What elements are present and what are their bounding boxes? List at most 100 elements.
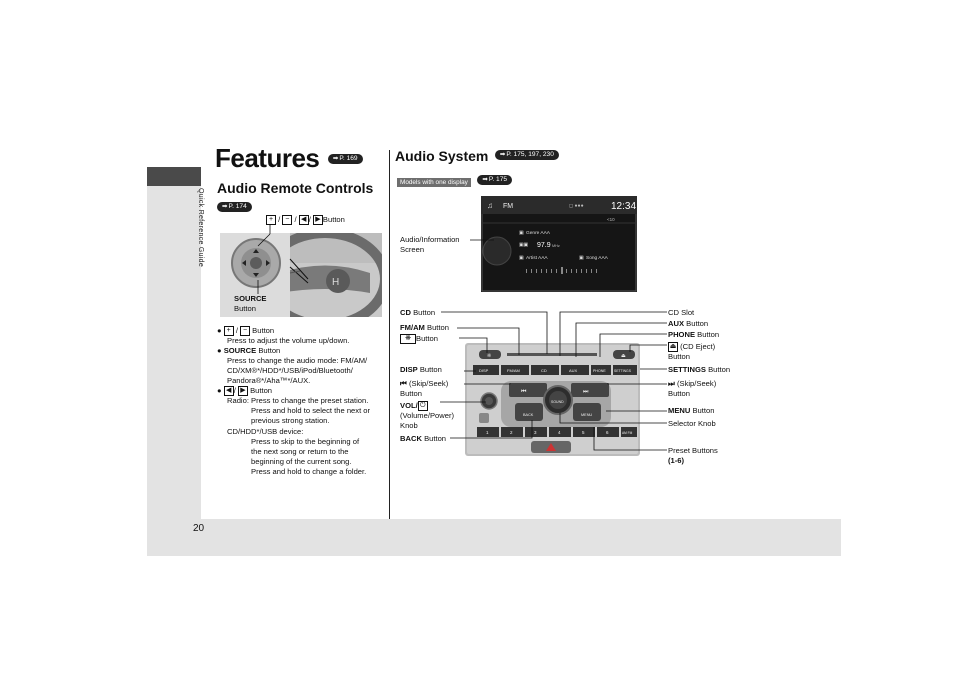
skip-left-text: (Skip/Seek) bbox=[408, 379, 449, 388]
preset-4-button[interactable]: 4 bbox=[558, 430, 561, 435]
panel-aux-button[interactable]: AUX bbox=[569, 368, 578, 373]
disp-label-bold: DISP bbox=[400, 365, 418, 374]
am-fm-button[interactable]: AM FM bbox=[622, 431, 633, 435]
right-arrow-icon: ▶ bbox=[312, 215, 323, 225]
radio-desc-line: Press and hold to select the next or bbox=[251, 406, 371, 415]
panel-callout-lines bbox=[440, 311, 667, 451]
audio-ref-link[interactable]: P. 175, 197, 230 bbox=[494, 149, 559, 160]
fmam-label-bold: FM/AM bbox=[400, 323, 425, 332]
cd-desc-line: Press and hold to change a folder. bbox=[251, 467, 367, 476]
screen-status: <10 bbox=[607, 217, 615, 222]
fmam-button-label: FM/AM Button bbox=[400, 323, 449, 333]
menu-label-bold: MENU bbox=[668, 406, 691, 415]
source-desc-line: Pandora®*/Aha™*/AUX. bbox=[227, 376, 311, 385]
models-ref-link[interactable]: P. 175 bbox=[477, 174, 513, 185]
features-heading: Features P. 169 bbox=[215, 143, 363, 174]
aux-label-text: Button bbox=[686, 319, 709, 328]
phone-button-label: PHONE Button bbox=[668, 330, 719, 340]
svg-text:▣: ▣ bbox=[519, 230, 524, 236]
side-column bbox=[147, 167, 201, 555]
back-button-label: BACK Button bbox=[400, 434, 446, 444]
source-label: SOURCE bbox=[234, 294, 267, 303]
cd-label-bold: CD bbox=[400, 308, 411, 317]
preset-3-button[interactable]: 3 bbox=[534, 430, 537, 435]
panel-phone-button[interactable]: PHONE bbox=[593, 369, 606, 373]
remote-title: Audio Remote Controls bbox=[217, 180, 374, 196]
panel-back-button[interactable]: BACK bbox=[523, 413, 534, 417]
panel-settings-button[interactable]: SETTINGS bbox=[614, 369, 632, 373]
source-desc-line: CD/XM®*/HDD*/USB/iPod/Bluetooth/ bbox=[227, 366, 353, 375]
light-dimmer-icon: ❋ bbox=[400, 334, 416, 344]
light-button-label: ❋Button bbox=[400, 334, 438, 344]
features-ref-link[interactable]: P. 169 bbox=[327, 153, 363, 164]
disp-button-label: DISP Button bbox=[400, 365, 442, 375]
screen-song: Song AAA bbox=[586, 255, 609, 261]
preset-5-button[interactable]: 5 bbox=[582, 430, 585, 435]
panel-menu-button[interactable]: MENU bbox=[581, 413, 592, 417]
preset-1-button[interactable]: 1 bbox=[486, 430, 489, 435]
remote-buttons-callout: + / − / ◀/ ▶Button bbox=[266, 215, 345, 225]
bullet-volume: ● + / − Button bbox=[217, 326, 275, 336]
cd-label-text: Button bbox=[413, 308, 436, 317]
panel-selector-knob[interactable]: SOUND bbox=[551, 400, 564, 404]
source-desc-line: Press to change the audio mode: FM/AM/ bbox=[227, 356, 368, 365]
page-number: 20 bbox=[193, 523, 205, 534]
phone-label-bold: PHONE bbox=[668, 330, 696, 339]
cd-desc-line: beginning of the current song. bbox=[251, 457, 352, 466]
skip-right-text: (Skip/Seek) bbox=[676, 379, 717, 388]
back-label-text: Button bbox=[424, 434, 447, 443]
settings-label-bold: SETTINGS bbox=[668, 365, 706, 374]
skip-right-label: ⏭ (Skip/Seek) Button bbox=[668, 379, 716, 399]
preset-row: 1 2 3 4 5 6 AM FM bbox=[477, 427, 637, 437]
radio-desc-line: Press to change the preset station. bbox=[251, 396, 369, 405]
radio-desc: Press to change the preset station. Pres… bbox=[251, 396, 370, 426]
svg-text:⏏: ⏏ bbox=[621, 353, 626, 359]
top-button-row: DISP FM/AM CD AUX PHONE SETTINGS bbox=[473, 365, 637, 375]
svg-text:◻ ●●●: ◻ ●●● bbox=[569, 203, 584, 209]
preset-label-text: Preset Buttons bbox=[668, 446, 718, 455]
preset-6-button[interactable]: 6 bbox=[606, 430, 609, 435]
bullet-source: ● SOURCE Button bbox=[217, 346, 281, 355]
menu-button-label: MENU Button bbox=[668, 406, 714, 416]
skip-left-label: ⏮ (Skip/Seek) Button bbox=[400, 379, 448, 399]
plus-icon: + bbox=[223, 326, 234, 336]
preset-buttons-label: Preset Buttons (1-6) bbox=[668, 446, 718, 466]
source-callout: SOURCE Button bbox=[234, 294, 267, 314]
settings-button-label: SETTINGS Button bbox=[668, 365, 730, 375]
phone-label-text: Button bbox=[697, 330, 720, 339]
preset-2-button[interactable]: 2 bbox=[510, 430, 513, 435]
vol-knob-label: VOL/⏻ (Volume/Power) Knob bbox=[400, 401, 454, 431]
panel-disp-button[interactable]: DISP bbox=[479, 368, 489, 373]
remote-ref[interactable]: P. 174 bbox=[217, 201, 252, 212]
side-tab-label: Quick Reference Guide bbox=[197, 188, 204, 268]
minus-icon: − bbox=[240, 326, 251, 336]
audio-heading: Audio System P. 175, 197, 230 bbox=[395, 148, 559, 166]
screen-bars bbox=[526, 267, 597, 274]
eject-label-text: (CD Eject) bbox=[680, 342, 716, 351]
models-row: Models with one display P. 175 bbox=[397, 171, 513, 189]
svg-text:▣▣: ▣▣ bbox=[519, 242, 529, 248]
skip-back-icon: ⏮ bbox=[400, 379, 407, 388]
side-tab-block bbox=[147, 167, 201, 186]
selector-knob-label: Selector Knob bbox=[668, 419, 716, 428]
screen-label-line: Audio/Information bbox=[400, 235, 460, 244]
bullet-arrows: ● ◀/ ▶ Button bbox=[217, 386, 273, 396]
screen-frequency: 97.9 bbox=[537, 242, 551, 249]
skip-left-button-text: Button bbox=[400, 389, 422, 398]
radio-desc-line: previous strong station. bbox=[251, 416, 330, 425]
column-divider bbox=[389, 150, 390, 519]
cd-desc-line: the next song or return to the bbox=[251, 447, 349, 456]
svg-text:⏮: ⏮ bbox=[521, 389, 527, 395]
screen-callout-label: Audio/Information Screen bbox=[400, 235, 460, 255]
screen-mode: FM bbox=[503, 203, 513, 210]
panel-fmam-button[interactable]: FM/AM bbox=[507, 368, 520, 373]
skip-forward-icon: ⏭ bbox=[668, 379, 675, 388]
screen-label-line: Screen bbox=[400, 245, 425, 254]
panel-cd-button[interactable]: CD bbox=[541, 368, 547, 373]
cd-desc-line: Press to skip to the beginning of bbox=[251, 437, 360, 446]
remote-ref-link[interactable]: P. 174 bbox=[217, 198, 252, 216]
features-title: Features bbox=[215, 143, 320, 173]
eject-button-text: Button bbox=[668, 352, 690, 361]
svg-text:H: H bbox=[332, 277, 339, 288]
preset-range-text: (1-6) bbox=[668, 456, 685, 465]
